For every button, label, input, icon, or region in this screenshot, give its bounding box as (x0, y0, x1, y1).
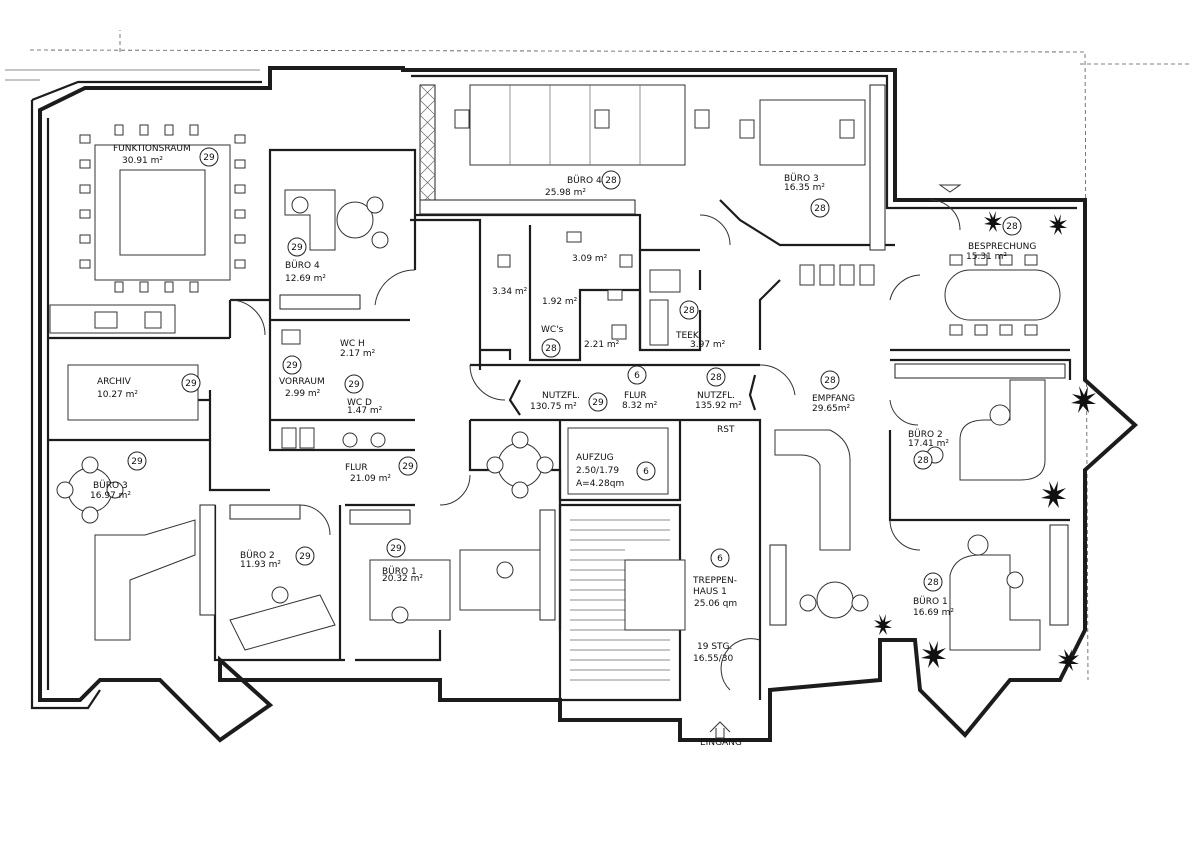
zone-number: 28 (683, 306, 695, 316)
zone-number: 28 (710, 373, 722, 383)
zone-number: 28 (927, 578, 939, 588)
room-area: 10.27 m² (97, 390, 138, 400)
room-area: 16.97 m² (90, 491, 131, 501)
room-area: 12.69 m² (285, 274, 326, 284)
room-name: 19 STG. (697, 642, 732, 652)
room-line2: 16.55/30 (693, 654, 734, 664)
room-name: EMPFANG (812, 394, 855, 404)
zone-number: 29 (299, 552, 311, 562)
room-line3: A=4.28qm (576, 479, 624, 489)
room-name: VORRAUM (279, 377, 325, 387)
room-area: 11.93 m² (240, 560, 281, 570)
zone-number: 6 (634, 371, 640, 381)
room-area: 20.32 m² (382, 574, 423, 584)
entrance-arrow-icon (709, 184, 962, 739)
room-area: 2.21 m² (584, 340, 620, 350)
zone-number: 29 (185, 379, 197, 389)
room-name: WC's (541, 325, 564, 335)
room-area: 2.99 m² (285, 389, 321, 399)
room-name: BÜRO 3 (784, 173, 819, 184)
zone-number: 28 (917, 456, 929, 466)
zone-number: 28 (824, 376, 836, 386)
zone-number: 6 (717, 554, 723, 564)
room-labels: FUNKTIONSRAUM 30.91 m² BÜRO 4 12.69 m² A… (90, 144, 1036, 748)
furniture (49, 84, 1061, 681)
cabinet-strips (199, 84, 1069, 626)
room-name: BÜRO 1 (382, 566, 417, 577)
zone-number: 28 (814, 204, 826, 214)
zone-number: 29 (291, 243, 303, 253)
entrance-label: EINGANG (700, 738, 742, 748)
room-name: BÜRO 1 (913, 596, 948, 607)
room-name: BÜRO 2 (240, 550, 275, 561)
room-name: RST (717, 425, 735, 435)
outer-walls (30, 66, 1138, 743)
room-name: BÜRO 2 (908, 429, 943, 440)
zone-number: 28 (1006, 222, 1018, 232)
room-line2: HAUS 1 (693, 587, 727, 597)
room-area: 8.32 m² (622, 401, 658, 411)
room-name: FUNKTIONSRAUM (113, 144, 191, 154)
room-area: 3.09 m² (572, 254, 608, 264)
room-area: 15.31 m² (966, 252, 1007, 262)
room-area: 3.34 m² (492, 287, 528, 297)
zone-markers (127, 147, 1022, 592)
room-name: BÜRO 4 (567, 175, 602, 186)
room-area: 1.47 m² (347, 406, 383, 416)
room-name: TEEK (675, 331, 700, 341)
room-area: 2.17 m² (340, 349, 376, 359)
room-name: NUTZFL. (697, 391, 735, 401)
room-area: 25.98 m² (545, 188, 586, 198)
zone-number: 29 (348, 380, 360, 390)
zone-number: 29 (203, 153, 215, 163)
room-area: 16.35 m² (784, 183, 825, 193)
room-name: TREPPEN- (692, 576, 737, 586)
room-name: WC H (340, 339, 365, 349)
room-area: 130.75 m² (530, 402, 577, 412)
zone-number: 28 (605, 176, 617, 186)
room-area: 16.69 m² (913, 608, 954, 618)
zone-number: 29 (390, 544, 402, 554)
room-name: ARCHIV (97, 377, 132, 387)
room-area: 3.97 m² (690, 340, 726, 350)
zone-number: 6 (643, 467, 649, 477)
room-line2: 2.50/1.79 (576, 466, 619, 476)
room-name: FLUR (345, 463, 368, 473)
room-area: 21.09 m² (350, 474, 391, 484)
room-name: WC D (347, 398, 372, 408)
zone-number: 29 (402, 462, 414, 472)
zone-number: 29 (592, 398, 604, 408)
room-area: 29.65m² (812, 404, 851, 414)
room-name: FLUR (624, 391, 647, 401)
zone-number: 29 (131, 457, 143, 467)
zone-number: 28 (545, 344, 557, 354)
room-name: BÜRO 3 (93, 480, 128, 491)
zone-numbers: 29 29 29 29 29 29 29 29 29 28 28 28 28 2… (131, 153, 1018, 588)
room-area: 1.92 m² (542, 297, 578, 307)
plants (874, 211, 1096, 671)
room-area: 25.06 qm (694, 599, 737, 609)
room-name: NUTZFL. (542, 391, 580, 401)
room-area: 30.91 m² (122, 156, 163, 166)
room-name: AUFZUG (576, 453, 614, 463)
zone-number: 29 (286, 361, 298, 371)
room-name: BÜRO 4 (285, 260, 320, 271)
room-area: 17.41 m² (908, 439, 949, 449)
room-name: BESPRECHUNG (968, 242, 1036, 252)
room-area: 135.92 m² (695, 401, 742, 411)
interior-walls (48, 148, 1072, 702)
door-swings (229, 199, 961, 691)
